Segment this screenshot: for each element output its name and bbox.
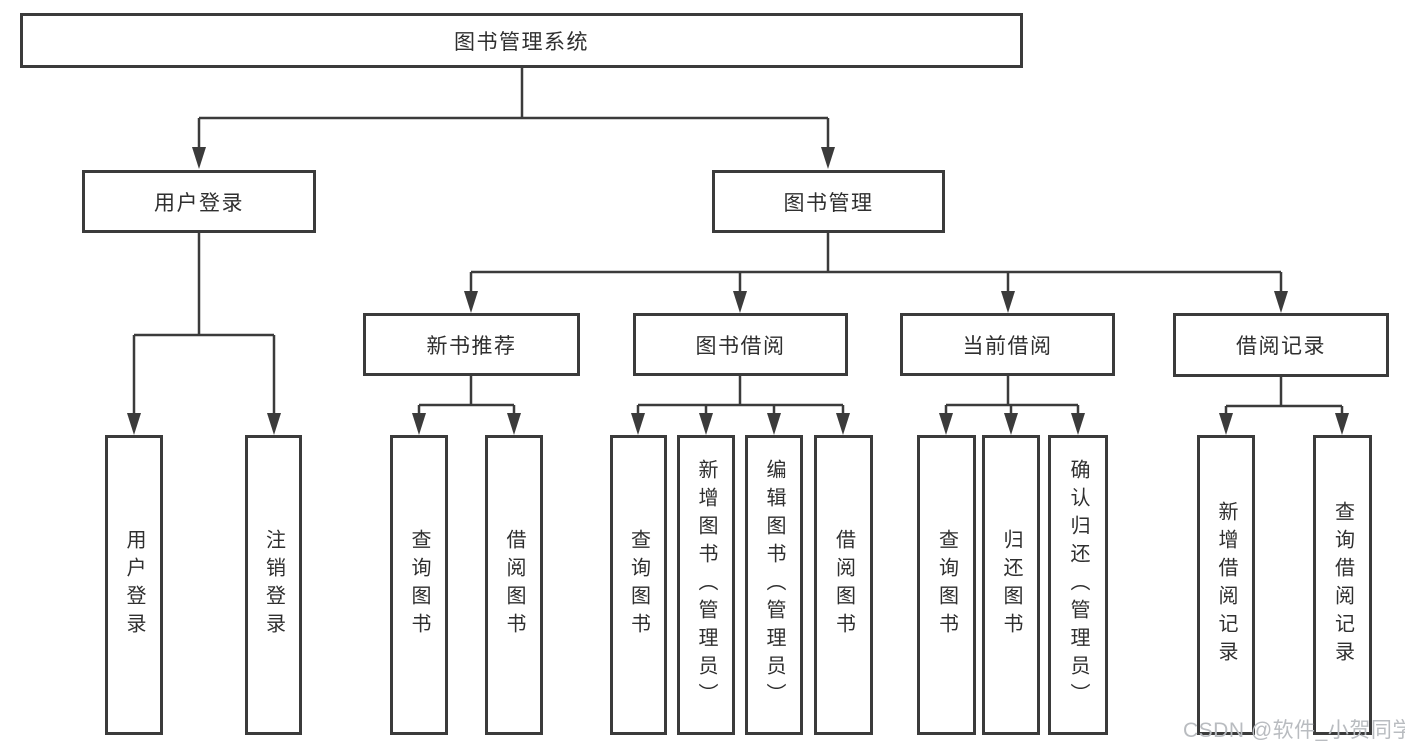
arrowhead (1219, 413, 1233, 435)
node-borrowing-records: 借阅记录 (1173, 313, 1389, 377)
arrowhead (412, 413, 426, 435)
leaf-add-borrow-record: 新增借阅记录 (1197, 435, 1255, 735)
arrowhead (767, 413, 781, 435)
arrowhead (1001, 291, 1015, 313)
leaf-query-books-2: 查询图书 (610, 435, 667, 735)
node-label: 图书借阅 (695, 334, 786, 358)
node-label: 借阅图书 (503, 529, 525, 641)
leaf-query-books-3: 查询图书 (917, 435, 976, 735)
leaf-borrow-books-1: 借阅图书 (485, 435, 543, 735)
node-label: 借阅记录 (1236, 335, 1326, 358)
leaf-user-login: 用户登录 (105, 435, 163, 735)
edge-current-to-leaves (944, 376, 1080, 416)
node-book-management-branch: 图书管理 (712, 170, 945, 233)
arrowhead (821, 147, 835, 169)
arrowhead (127, 413, 141, 435)
arrowhead (733, 291, 747, 313)
node-label: 图书管理 (783, 191, 874, 215)
node-label: 用户登录 (154, 191, 244, 215)
node-label: 新增图书（管理员） (695, 459, 717, 711)
node-label: 当前借阅 (962, 334, 1053, 358)
leaf-return-books: 归还图书 (982, 435, 1040, 735)
arrowhead (631, 413, 645, 435)
node-label: 编辑图书（管理员） (763, 459, 785, 711)
node-library-management-system: 图书管理系统 (20, 13, 1023, 68)
arrowheads (127, 147, 1349, 435)
leaf-query-borrow-record: 查询借阅记录 (1313, 435, 1372, 735)
edge-borrowing-to-leaves (636, 376, 845, 416)
arrowhead (836, 413, 850, 435)
arrowhead (1004, 413, 1018, 435)
node-label: 用户登录 (123, 529, 145, 641)
node-label: 查询图书 (408, 529, 430, 641)
arrowhead (464, 291, 478, 313)
node-book-borrowing: 图书借阅 (633, 313, 848, 376)
arrowhead (507, 413, 521, 435)
edge-root-to-level1 (197, 68, 830, 150)
leaf-confirm-return-admin: 确认归还（管理员） (1048, 435, 1108, 735)
node-current-borrowing: 当前借阅 (900, 313, 1115, 376)
arrowhead (1071, 413, 1085, 435)
node-label: 图书管理系统 (454, 30, 589, 54)
edge-user-login-to-leaves (132, 233, 276, 416)
edge-new-books-to-leaves (417, 376, 516, 416)
node-label: 新增借阅记录 (1215, 501, 1237, 669)
node-label: 新书推荐 (426, 334, 517, 358)
arrowhead (699, 413, 713, 435)
node-new-book-recommendation: 新书推荐 (363, 313, 580, 376)
csdn-watermark: CSDN @软件_小贺同学 (1183, 719, 1405, 742)
leaf-query-books-1: 查询图书 (390, 435, 448, 735)
node-user-login-branch: 用户登录 (82, 170, 316, 233)
leaf-add-books-admin: 新增图书（管理员） (677, 435, 735, 735)
arrowhead (1274, 291, 1288, 313)
arrowhead (1335, 413, 1349, 435)
leaf-logout: 注销登录 (245, 435, 302, 735)
arrowhead (192, 147, 206, 169)
node-label: 查询图书 (935, 529, 958, 641)
node-label: 借阅图书 (832, 529, 855, 641)
arrowhead (267, 413, 281, 435)
node-label: 查询借阅记录 (1331, 501, 1354, 669)
node-label: 查询图书 (627, 529, 650, 641)
arrowhead (939, 413, 953, 435)
leaf-borrow-books-2: 借阅图书 (814, 435, 873, 735)
node-label: 确认归还（管理员） (1067, 459, 1089, 711)
node-label: 注销登录 (262, 529, 285, 641)
edge-book-mgmt-to-level2 (469, 233, 1283, 294)
leaf-edit-books-admin: 编辑图书（管理员） (745, 435, 803, 735)
node-label: 归还图书 (1000, 529, 1022, 641)
edge-records-to-leaves (1224, 377, 1344, 416)
